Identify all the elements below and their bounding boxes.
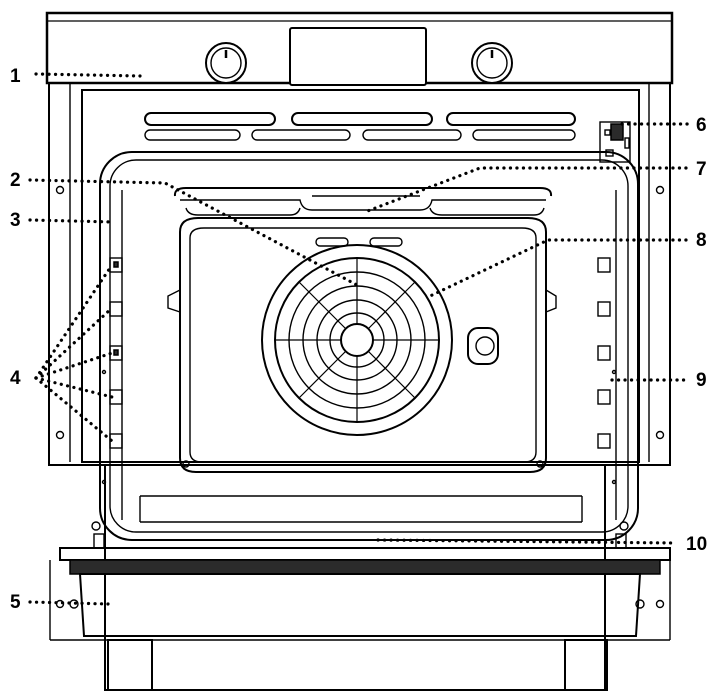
callout-labels: 1 2 3 4 5 6 7 8 9 10 [10,66,707,613]
grill-element [173,187,553,216]
fan-grille-icon [261,244,453,436]
control-panel [45,11,674,86]
leader-lines [28,72,692,606]
callout-9: 9 [696,370,707,391]
door-switch-icon [599,121,631,163]
shelf-guides-right [597,257,611,449]
back-panel [167,217,557,473]
callout-5: 5 [10,592,21,613]
control-knob-icon[interactable] [205,42,247,84]
oven-cavity [91,151,639,541]
callout-1: 1 [10,66,21,87]
callout-6: 6 [696,115,707,136]
callout-3: 3 [10,210,21,231]
control-knob-icon[interactable] [471,42,513,84]
oven-door-bottom [49,547,671,641]
callout-2: 2 [10,170,21,191]
callout-7: 7 [696,159,707,180]
callout-10: 10 [686,534,707,555]
display-screen-icon [289,27,427,86]
callout-8: 8 [696,230,707,251]
callout-4: 4 [10,368,21,389]
